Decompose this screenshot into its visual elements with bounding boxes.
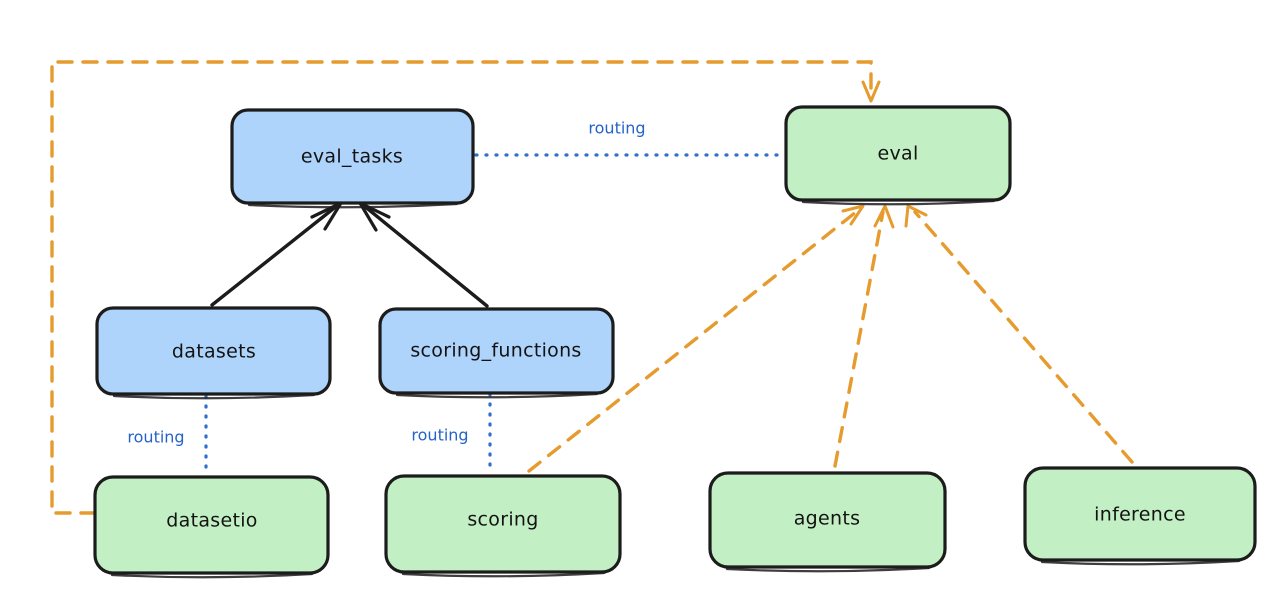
- node-datasets-box: [95, 306, 332, 396]
- node-datasetio-label: datasetio: [166, 510, 257, 532]
- edge-inference-to-eval[interactable]: [904, 204, 1134, 464]
- node-inference[interactable]: inference: [1023, 466, 1257, 566]
- node-datasetio[interactable]: datasetio: [93, 475, 330, 579]
- node-eval-box: [784, 105, 1012, 202]
- routing-label-eval: routing: [588, 119, 645, 138]
- routing-label-scoring: routing: [411, 426, 468, 445]
- node-scoring[interactable]: scoring: [384, 474, 622, 578]
- edge-eval-to-datasetio-arrowhead: [861, 80, 881, 103]
- node-datasets-sketch: [112, 393, 316, 400]
- edge-scoring_functions-to-eval_tasks[interactable]: [358, 201, 489, 308]
- edge-datasets-to-eval_tasks[interactable]: [210, 201, 343, 307]
- solid-edges: [210, 201, 489, 308]
- edge-scoring-to-eval[interactable]: [527, 204, 865, 473]
- node-scoring_functions-label: scoring_functions: [410, 340, 581, 362]
- edge-eval-to-datasetio-path: [50, 60, 873, 515]
- node-eval_tasks-sketch: [247, 202, 459, 209]
- edge-inference-to-eval-arrowhead: [904, 204, 928, 228]
- edge-inference-to-eval-path: [913, 210, 1134, 464]
- node-scoring_functions[interactable]: scoring_functions: [378, 307, 615, 399]
- node-datasets-label: datasets: [172, 341, 256, 363]
- dependency-edges: [50, 60, 1134, 515]
- edge-labels: routing routing routing: [127, 119, 645, 447]
- node-agents[interactable]: agents: [708, 471, 947, 573]
- node-inference-label: inference: [1094, 504, 1186, 526]
- edge-scoring_functions-to-eval_tasks-path: [361, 203, 489, 308]
- edge-scoring-to-eval-path: [527, 210, 858, 473]
- node-agents-sketch: [725, 566, 931, 573]
- node-eval-label: eval: [877, 143, 918, 165]
- node-datasetio-box: [93, 475, 330, 575]
- node-eval[interactable]: eval: [784, 105, 1012, 206]
- node-scoring-label: scoring: [467, 509, 538, 531]
- node-datasets[interactable]: datasets: [95, 306, 332, 400]
- node-eval_tasks-box: [230, 108, 475, 205]
- node-inference-box: [1023, 466, 1257, 562]
- edge-datasets-to-eval_tasks-path: [210, 203, 340, 307]
- edge-agents-to-eval[interactable]: [833, 204, 895, 468]
- node-scoring-sketch: [401, 571, 606, 578]
- edge-agents-to-eval-arrowhead: [873, 204, 895, 229]
- edge-scoring-to-eval-arrowhead: [841, 204, 865, 226]
- node-scoring_functions-box: [378, 307, 615, 395]
- nodes: eval_tasks eval datasets scoring_functio…: [93, 105, 1257, 579]
- node-eval_tasks[interactable]: eval_tasks: [230, 108, 475, 209]
- node-scoring_functions-sketch: [395, 392, 599, 399]
- routing-label-datasetio: routing: [127, 428, 184, 447]
- node-agents-box: [708, 471, 947, 569]
- node-scoring-box: [384, 474, 622, 574]
- edge-eval-to-datasetio[interactable]: [50, 60, 881, 515]
- node-eval-sketch: [801, 199, 996, 206]
- node-eval_tasks-label: eval_tasks: [301, 146, 403, 168]
- edge-agents-to-eval-path: [833, 210, 885, 468]
- node-datasetio-sketch: [110, 572, 314, 579]
- routing-edges: [204, 153, 786, 477]
- node-inference-sketch: [1040, 559, 1241, 566]
- node-agents-label: agents: [794, 508, 861, 530]
